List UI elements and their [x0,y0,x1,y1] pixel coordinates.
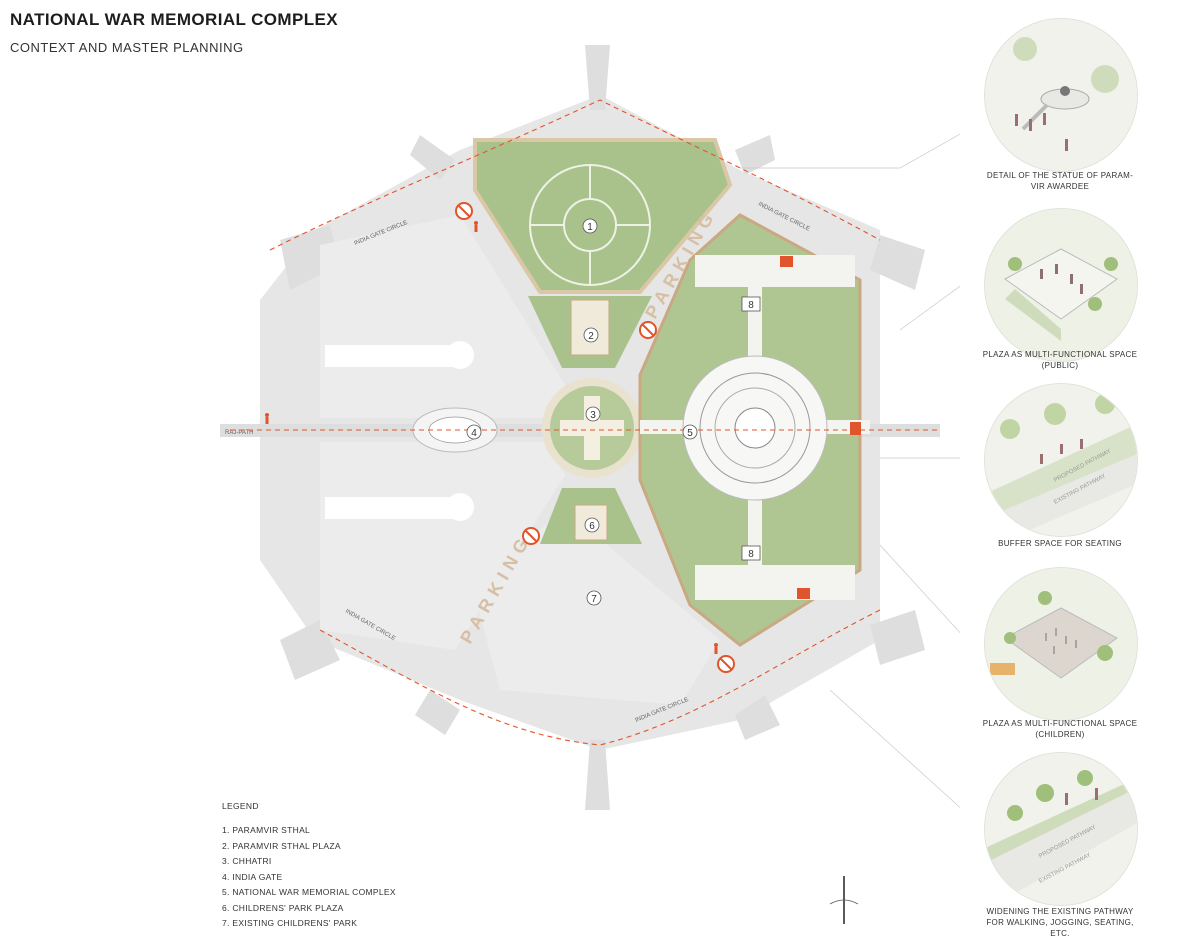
entry-sign-icon [850,422,861,435]
vignette-widening-pathway: PROPOSED PATHWAY EXISTING PATHWAY [984,752,1138,906]
zone-marker-2: 2 [583,327,599,343]
svg-text:8: 8 [748,549,754,560]
legend-item: 5. NATIONAL WAR MEMORIAL COMPLEX [222,887,396,897]
legend-item: 6. CHILDRENS' PARK PLAZA [222,902,344,913]
vignette-caption-children-plaza: PLAZA AS MULTI-FUNCTIONAL SPACE (CHILDRE… [982,719,1138,739]
no-vehicle-icon [455,202,473,220]
svg-text:7: 7 [591,594,597,605]
pedestrian-icons [265,221,718,654]
zone-marker-6: 6 [584,517,600,533]
zone-marker-4: 4 [466,424,482,440]
zone-marker-8-north: 8 [741,296,761,312]
vignette-caption-public-plaza: PLAZA AS MULTI-FUNCTIONAL SPACE (PUBLIC) [982,350,1138,370]
svg-text:3: 3 [590,410,596,421]
page-subtitle: CONTEXT AND MASTER PLANNING [10,40,244,55]
vignette-children-plaza [984,567,1138,721]
svg-text:4: 4 [471,428,477,439]
pedestrian-icon [714,643,718,654]
pedestrian-icon [265,413,269,424]
paramvir-sthal-lawn [473,138,733,294]
vignette-statue-detail [984,18,1138,172]
zone-marker-8-south: 8 [741,545,761,561]
road-label-rajpath: RAJ-PATH [225,430,253,436]
legend-item: 3. CHHATRI [222,856,272,866]
no-vehicle-icon [522,527,540,545]
pedestrian-icon [474,221,478,232]
memorial-complex-lawn [638,213,870,647]
legend: LEGEND 1. PARAMVIR STHAL 2. PARAMVIR STH… [222,801,396,934]
entry-sign-icon [797,588,810,599]
vignette-caption-widening: WIDENING THE EXISTING PATHWAY FOR WALKIN… [986,907,1134,938]
svg-text:1: 1 [587,222,593,233]
vignette-caption-statue: DETAIL OF THE STATUE OF PARAM-VIR AWARDE… [986,171,1134,191]
legend-item: 1. PARAMVIR STHAL [222,825,311,835]
legend-item: 2. PARAMVIR STHAL PLAZA [222,840,341,851]
childrens-plaza-lawn [540,488,642,544]
svg-text:2: 2 [588,331,594,342]
legend-item: 7. EXISTING CHILDRENS' PARK [222,918,358,928]
zone-marker-5: 5 [682,424,698,440]
walking-route [230,99,940,746]
svg-text:8: 8 [748,300,754,311]
page-title: NATIONAL WAR MEMORIAL COMPLEX [10,10,338,29]
legend-item: 4. INDIA GATE [222,871,283,882]
zone-marker-3: 3 [585,406,601,422]
vignette-caption-buffer: BUFFER SPACE FOR SEATING [998,539,1122,548]
master-plan: PARKING PARKING INDIA GATE CIRCLE INDIA … [220,45,960,810]
entry-signs [780,256,861,599]
zone-marker-1: 1 [582,218,598,234]
no-vehicle-signs [455,202,735,673]
svg-text:6: 6 [589,521,595,532]
chhatri-circle [542,378,642,478]
vignette-buffer-seating: PROPOSED PATHWAY EXISTING PATHWAY [984,383,1138,537]
leader-lines [740,133,960,808]
entry-sign-icon [780,256,793,267]
svg-text:5: 5 [687,428,693,439]
zone-marker-7: 7 [586,590,602,606]
north-arrow-icon [829,876,859,924]
zone-markers: 1 2 3 4 5 6 7 8 8 [466,218,761,606]
legend-heading: LEGEND [222,801,259,811]
no-vehicle-icon [717,655,735,673]
vignette-public-plaza [984,208,1138,362]
no-vehicle-icon [639,321,657,339]
